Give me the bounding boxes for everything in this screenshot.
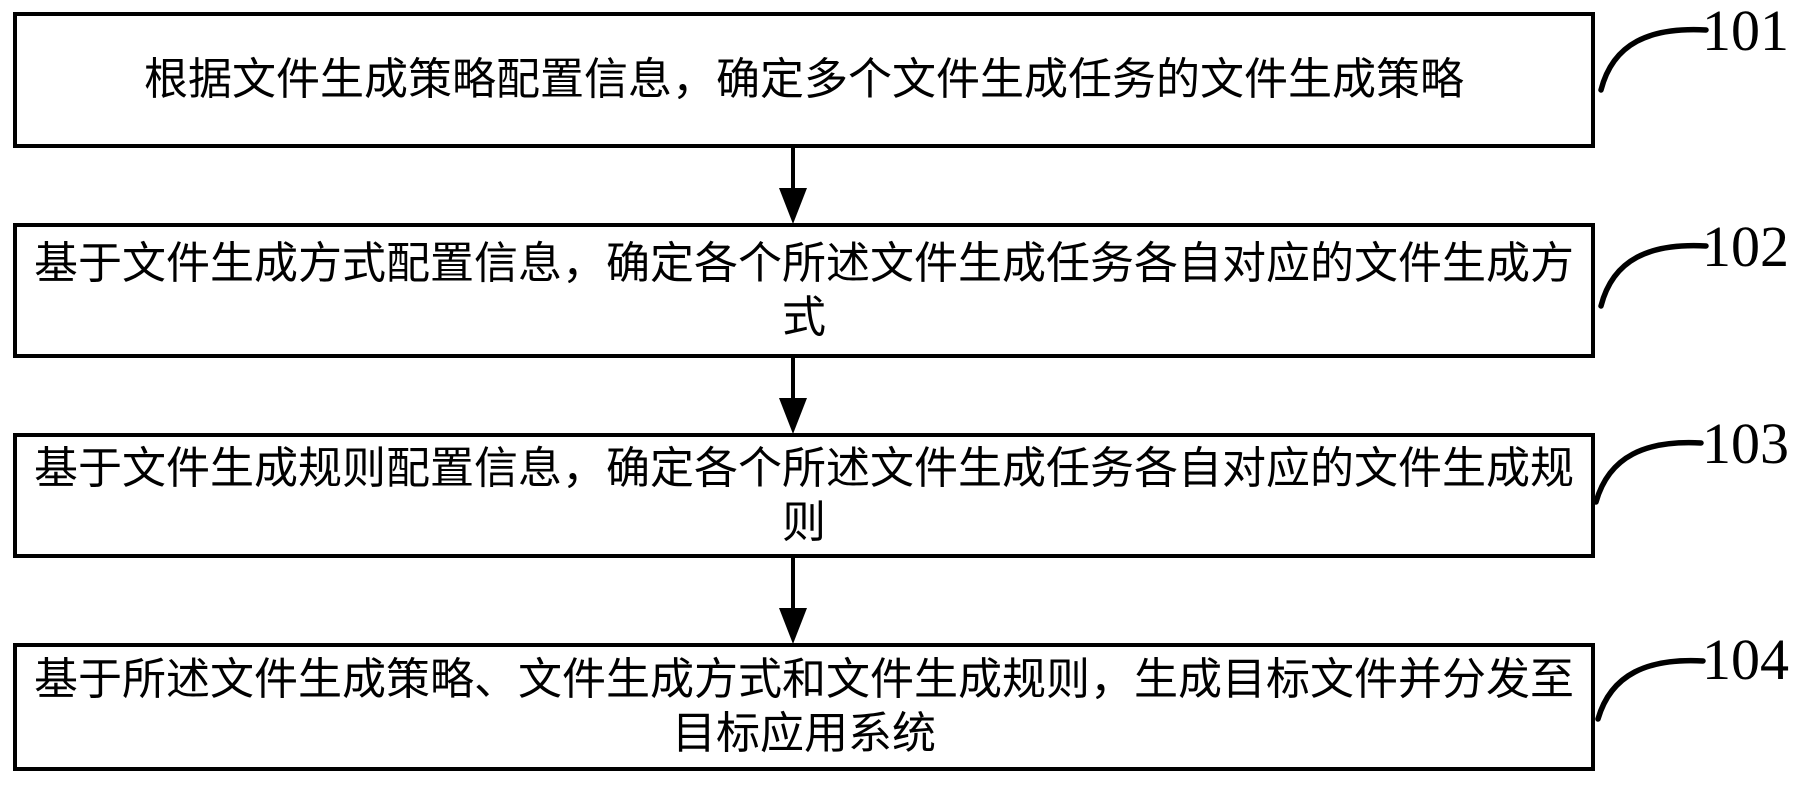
step-box-102: 基于文件生成方式配置信息，确定各个所述文件生成任务各自对应的文件生成方 式 — [13, 223, 1595, 358]
step-label-104: 104 — [1702, 627, 1789, 692]
step-label-101: 101 — [1702, 0, 1789, 63]
leader-line-103 — [1593, 439, 1704, 505]
leader-line-102 — [1598, 242, 1709, 309]
leader-line-104 — [1595, 657, 1706, 722]
step-text-line: 基于所述文件生成策略、文件生成方式和文件生成规则，生成目标文件并分发至 — [34, 655, 1574, 704]
flow-arrow-101-102 — [779, 146, 807, 224]
leader-line-101 — [1598, 26, 1709, 93]
step-text-line: 式 — [782, 292, 826, 342]
step-label-103: 103 — [1702, 411, 1789, 476]
step-text-line: 则 — [782, 497, 826, 547]
step-text-line: 根据文件生成策略配置信息，确定多个文件生成任务的文件生成策略 — [144, 55, 1464, 104]
step-box-104: 基于所述文件生成策略、文件生成方式和文件生成规则，生成目标文件并分发至 目标应用… — [13, 643, 1595, 771]
step-label-102: 102 — [1702, 214, 1789, 279]
step-text-line: 基于文件生成规则配置信息，确定各个所述文件生成任务各自对应的文件生成规 — [34, 443, 1574, 493]
step-box-103: 基于文件生成规则配置信息，确定各个所述文件生成任务各自对应的文件生成规 则 — [13, 433, 1595, 558]
step-box-101: 根据文件生成策略配置信息，确定多个文件生成任务的文件生成策略 — [13, 12, 1595, 148]
flow-arrow-103-104 — [779, 556, 807, 644]
step-text-line: 目标应用系统 — [672, 709, 936, 758]
step-text-line: 基于文件生成方式配置信息，确定各个所述文件生成任务各自对应的文件生成方 — [34, 238, 1574, 288]
flow-arrow-102-103 — [779, 356, 807, 434]
